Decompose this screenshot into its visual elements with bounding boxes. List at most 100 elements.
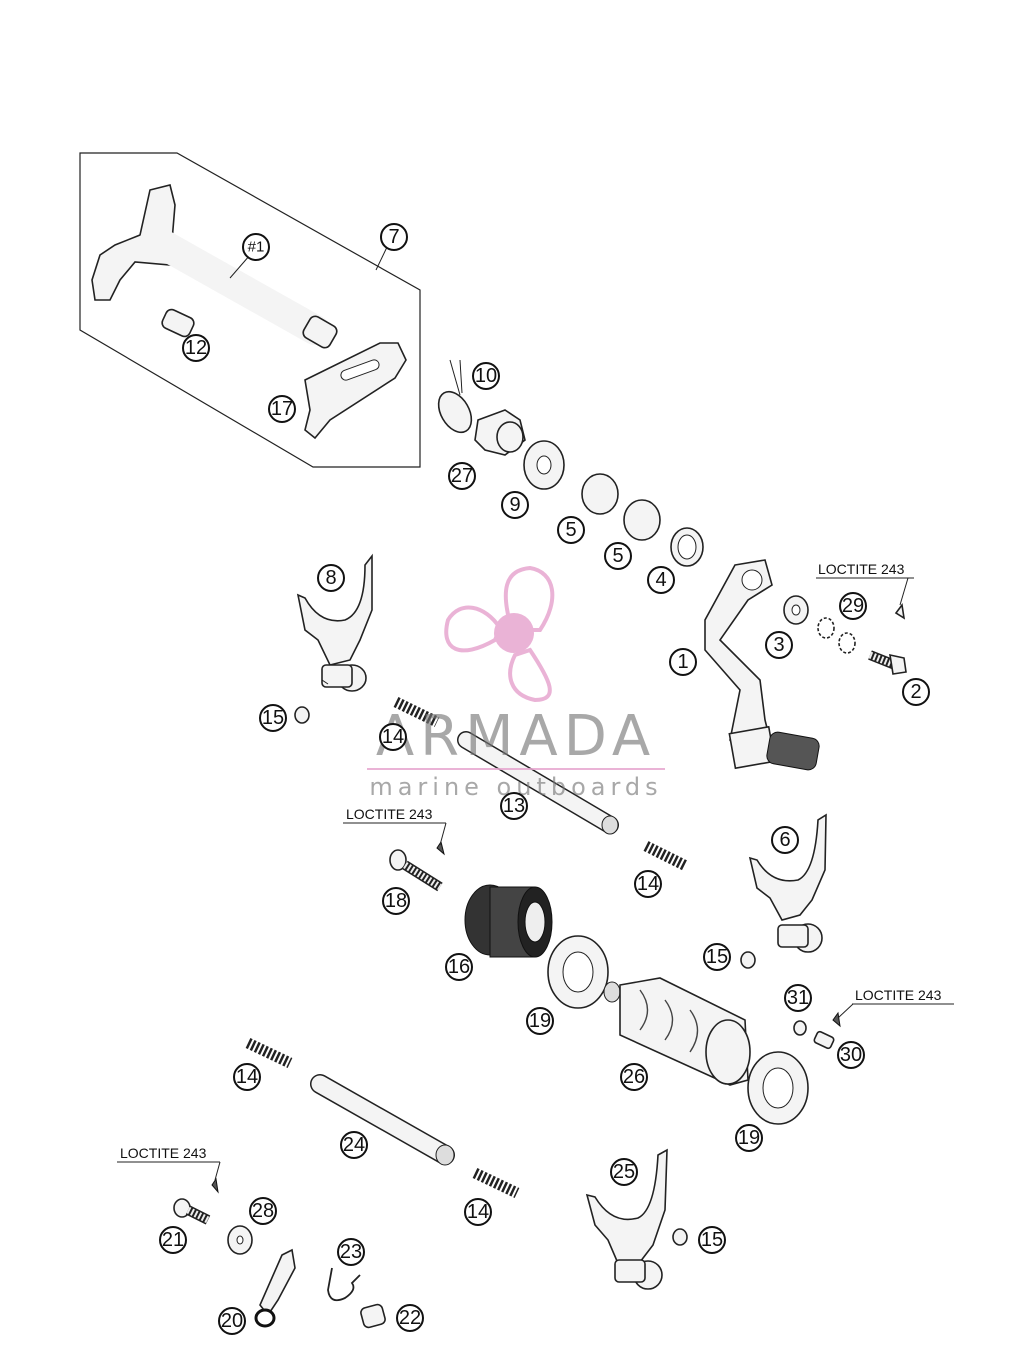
subassembly-box xyxy=(79,152,421,468)
callout-17: 17 xyxy=(268,395,296,423)
callout-29: 29 xyxy=(839,592,867,620)
callout-9: 9 xyxy=(501,491,529,519)
callout-label: 28 xyxy=(252,1200,274,1222)
washer-part-9 xyxy=(523,440,565,490)
callout-label: 17 xyxy=(271,398,293,420)
callout-label: #1 xyxy=(248,239,265,256)
callout-hash-1: #1 xyxy=(242,233,270,261)
callout-label: 1 xyxy=(677,651,688,673)
detent-spring-part-23 xyxy=(327,1267,361,1302)
loctite-note-4: LOCTITE 243 xyxy=(117,1145,221,1181)
callout-15: 15 xyxy=(698,1226,726,1254)
callout-label: 15 xyxy=(706,946,728,968)
watermark-brand: ARMADA xyxy=(376,704,656,769)
shift-lever-part-1 xyxy=(704,559,820,771)
callout-22: 22 xyxy=(396,1304,424,1332)
lock-washers-part-29 xyxy=(817,617,856,654)
shift-star-part-16 xyxy=(464,884,553,958)
callout-13: 13 xyxy=(500,792,528,820)
callout-2: 2 xyxy=(902,678,930,706)
callout-label: 14 xyxy=(382,726,404,748)
callout-16: 16 xyxy=(445,953,473,981)
callout-label: 19 xyxy=(529,1010,551,1032)
callout-10: 10 xyxy=(472,362,500,390)
callout-5: 5 xyxy=(557,516,585,544)
callout-15: 15 xyxy=(703,943,731,971)
shift-fork-part-25 xyxy=(585,1148,668,1290)
callout-4: 4 xyxy=(647,566,675,594)
propeller-icon xyxy=(444,565,555,703)
callout-label: 10 xyxy=(475,365,497,387)
bolt-part-30 xyxy=(813,1011,841,1050)
callout-label: 24 xyxy=(343,1134,365,1156)
armada-watermark: ARMADA marine outboards xyxy=(367,565,665,801)
callout-18: 18 xyxy=(382,887,410,915)
callout-6: 6 xyxy=(771,826,799,854)
bolt-part-18 xyxy=(389,840,445,892)
seal-ring-part-4 xyxy=(670,527,704,567)
leader-lines xyxy=(229,244,389,279)
callout-8: 8 xyxy=(317,564,345,592)
loctite-label: LOCTITE 243 xyxy=(120,1145,207,1161)
callout-label: 13 xyxy=(503,795,525,817)
loctite-note-1: LOCTITE 243 xyxy=(816,561,914,606)
washer-part-31 xyxy=(793,1020,807,1036)
callout-label: 14 xyxy=(236,1066,258,1088)
callout-label: 3 xyxy=(773,634,784,656)
loctite-label: LOCTITE 243 xyxy=(855,987,942,1003)
callout-label: 22 xyxy=(399,1307,421,1329)
callout-label: 12 xyxy=(185,337,207,359)
loctite-label: LOCTITE 243 xyxy=(346,806,433,822)
callout-14: 14 xyxy=(634,870,662,898)
loctite-note-3: LOCTITE 243 xyxy=(837,987,954,1019)
callout-label: 16 xyxy=(448,956,470,978)
bushing-part-15 xyxy=(294,706,756,1246)
shift-spring-part-10 xyxy=(437,359,473,434)
callout-7: 7 xyxy=(380,223,408,251)
callout-31: 31 xyxy=(784,984,812,1012)
callout-label: 14 xyxy=(467,1201,489,1223)
callout-label: 9 xyxy=(509,494,520,516)
callout-label: 5 xyxy=(612,545,623,567)
callout-5: 5 xyxy=(604,542,632,570)
callout-27: 27 xyxy=(448,462,476,490)
callout-label: 15 xyxy=(701,1229,723,1251)
washer-part-3 xyxy=(783,595,809,625)
guide-part-27 xyxy=(474,409,526,456)
callout-label: 19 xyxy=(738,1127,760,1149)
callout-label: 7 xyxy=(388,226,399,248)
callout-24: 24 xyxy=(340,1131,368,1159)
callout-19: 19 xyxy=(735,1124,763,1152)
shift-rail-part-24 xyxy=(310,1074,455,1166)
callout-label: 4 xyxy=(655,569,666,591)
callout-30: 30 xyxy=(837,1041,865,1069)
loctite-label: LOCTITE 243 xyxy=(818,561,905,577)
washer-part-28 xyxy=(227,1225,253,1255)
callout-28: 28 xyxy=(249,1197,277,1225)
callout-19: 19 xyxy=(526,1007,554,1035)
callout-21: 21 xyxy=(159,1226,187,1254)
callout-25: 25 xyxy=(610,1158,638,1186)
callout-12: 12 xyxy=(182,334,210,362)
callout-14: 14 xyxy=(379,723,407,751)
callout-20: 20 xyxy=(218,1307,246,1335)
callout-label: 27 xyxy=(451,465,473,487)
needle-bearing-part-5 xyxy=(581,473,661,541)
bearing-part-19 xyxy=(547,935,809,1125)
callout-26: 26 xyxy=(620,1063,648,1091)
callout-label: 29 xyxy=(842,595,864,617)
loctite-note-2: LOCTITE 243 xyxy=(343,806,447,846)
callout-1: 1 xyxy=(669,648,697,676)
callout-label: 21 xyxy=(162,1229,184,1251)
bolt-part-21 xyxy=(173,1177,219,1225)
callout-label: 2 xyxy=(910,681,921,703)
callout-label: 26 xyxy=(623,1066,645,1088)
spring-part-14 xyxy=(245,697,689,1198)
callout-label: 14 xyxy=(637,873,659,895)
callout-23: 23 xyxy=(337,1238,365,1266)
shift-fork-part-8 xyxy=(296,553,373,692)
callout-label: 20 xyxy=(221,1310,243,1332)
callout-label: 18 xyxy=(385,890,407,912)
callout-14: 14 xyxy=(464,1198,492,1226)
